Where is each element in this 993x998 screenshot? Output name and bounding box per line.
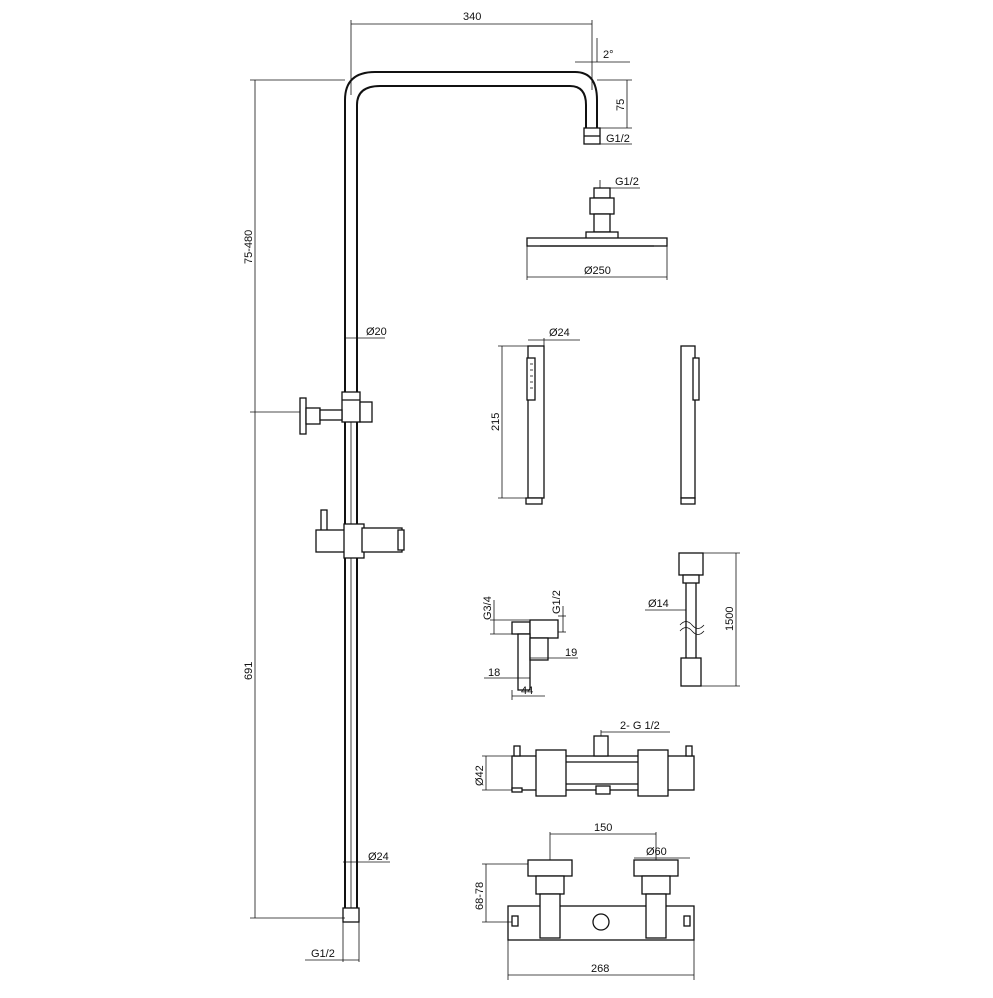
dim-head-thread: G1/2: [615, 176, 639, 188]
dim-arm-width: 340: [463, 11, 481, 23]
dim-handshower-diameter: Ø24: [549, 327, 570, 339]
dim-upper-tube: Ø20: [366, 326, 387, 338]
dim-mixer-height: 68-78: [474, 882, 486, 910]
column-dimensions: 340 2° 75 G1/2 75-480 691 Ø20 Ø24 G1/2: [243, 11, 632, 962]
mixer-top: 150 Ø60 68-78 268: [474, 822, 695, 980]
dim-column-upper: 75-480: [243, 230, 255, 264]
dim-mixer-centres: 150: [594, 822, 612, 834]
dim-hose-diameter: Ø14: [648, 598, 669, 610]
dim-connector-18: 18: [488, 667, 500, 679]
dim-connector-g12: G1/2: [551, 590, 563, 614]
dim-mixer-outlets: 2- G 1/2: [620, 720, 660, 732]
dim-arm-drop: 75: [615, 99, 627, 111]
dim-column-lower: 691: [243, 662, 255, 680]
dim-connector-g34: G3/4: [482, 596, 494, 620]
shower-column: [299, 71, 601, 923]
dim-connector-19: 19: [565, 647, 577, 659]
dim-head-diameter: Ø250: [584, 265, 611, 277]
hand-shower-front: Ø24 215: [490, 327, 580, 505]
dim-mixer-width: 268: [591, 963, 609, 975]
shower-hose: Ø14 1500: [645, 552, 740, 687]
dim-arm-angle: 2°: [603, 49, 614, 61]
dim-lower-tube: Ø24: [368, 851, 389, 863]
mixer-front: 2- G 1/2 Ø42: [474, 720, 695, 797]
dim-hose-length: 1500: [724, 607, 736, 631]
dim-mixer-body: Ø42: [474, 765, 486, 786]
dim-connector-44: 44: [521, 685, 533, 697]
dim-handshower-length: 215: [490, 413, 502, 431]
wall-connector: G3/4 G1/2 19 18 44: [482, 590, 578, 700]
dim-bottom-thread: G1/2: [311, 948, 335, 960]
hand-shower-side: [680, 345, 700, 505]
dim-arm-thread: G1/2: [606, 133, 630, 145]
dim-mixer-eccentric: Ø60: [646, 846, 667, 858]
shower-head: G1/2 Ø250: [526, 176, 668, 280]
